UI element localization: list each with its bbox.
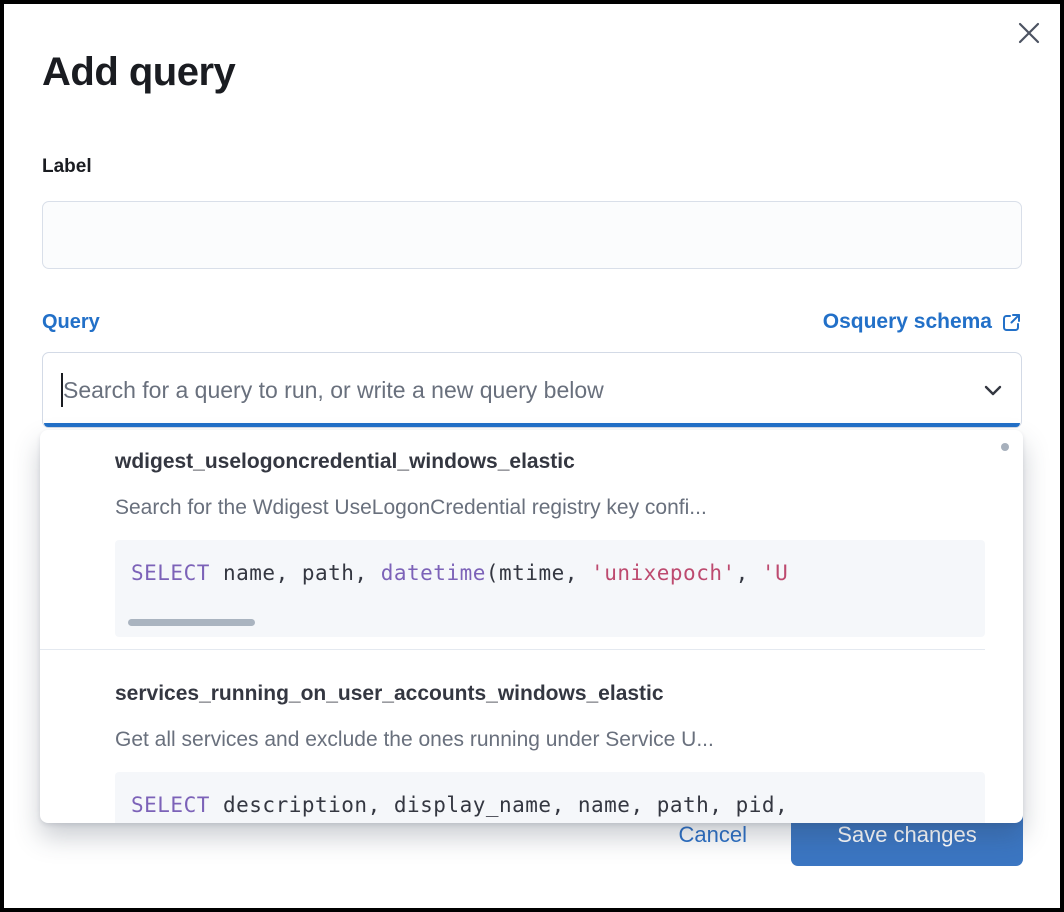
label-input[interactable] (42, 201, 1022, 269)
vertical-scrollbar-thumb[interactable] (1001, 443, 1009, 451)
combobox-toggle[interactable] (965, 353, 1021, 427)
query-field-caption: Query (42, 310, 100, 333)
query-field-header: Query Osquery schema (42, 310, 1022, 334)
option-divider (40, 649, 985, 650)
osquery-schema-link-label: Osquery schema (822, 310, 992, 333)
query-option-title: wdigest_uselogoncredential_windows_elast… (115, 450, 575, 473)
label-field-caption: Label (42, 156, 92, 177)
page-title: Add query (42, 50, 236, 94)
query-search-input[interactable] (43, 353, 965, 427)
query-option-sql-preview: SELECT description, display_name, name, … (115, 772, 985, 823)
osquery-schema-link[interactable]: Osquery schema (823, 310, 1022, 334)
sql-code-line: SELECT description, display_name, name, … (131, 793, 789, 817)
query-option-description: Search for the Wdigest UseLogonCredentia… (115, 496, 707, 519)
chevron-down-icon (980, 377, 1006, 403)
query-option-description: Get all services and exclude the ones ru… (115, 728, 714, 751)
text-caret (61, 373, 63, 407)
cancel-button[interactable]: Cancel (665, 812, 761, 858)
query-option-title: services_running_on_user_accounts_window… (115, 682, 664, 705)
query-option-sql-preview: SELECT name, path, datetime(mtime, 'unix… (115, 540, 985, 637)
query-suggestions-dropdown: wdigest_uselogoncredential_windows_elast… (40, 430, 1023, 823)
close-icon (1016, 20, 1042, 46)
sql-code-line: SELECT name, path, datetime(mtime, 'unix… (131, 561, 789, 585)
close-button[interactable] (1014, 18, 1044, 48)
horizontal-scrollbar-thumb[interactable] (128, 619, 255, 626)
external-link-icon (1001, 312, 1022, 333)
query-combobox[interactable] (42, 352, 1022, 428)
